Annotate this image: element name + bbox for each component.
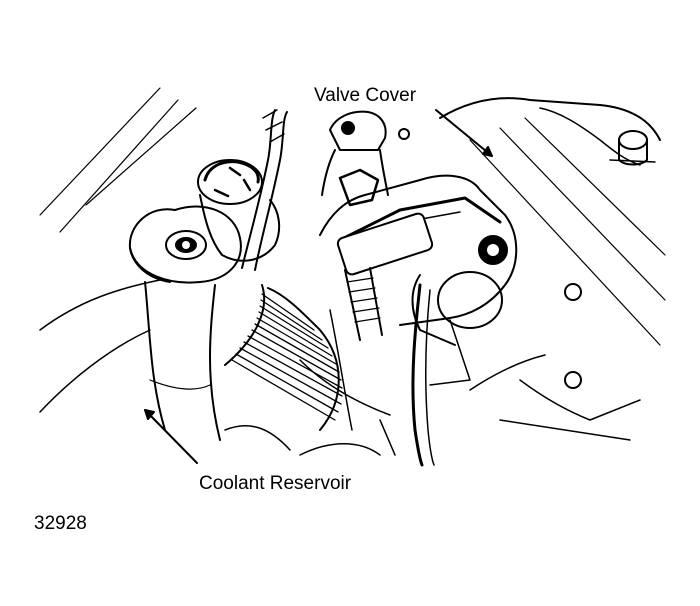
coolant-reservoir-shape (128, 205, 242, 441)
fender-hatching (39, 87, 197, 233)
figure-number: 32928 (34, 513, 87, 534)
coolant-hose (241, 109, 288, 271)
valve-cover-leader (435, 109, 493, 157)
canister (197, 159, 281, 262)
intake-hose (224, 284, 381, 456)
lower-structure (299, 309, 471, 456)
coolant-reservoir-callout: Coolant Reservoir (199, 473, 352, 494)
valve-cover-shape (439, 97, 666, 441)
valve-cover-callout: Valve Cover (314, 85, 417, 106)
fender-outline (39, 279, 161, 413)
throttle-body-assembly (319, 110, 518, 467)
coolant-reservoir-leader (144, 409, 198, 464)
